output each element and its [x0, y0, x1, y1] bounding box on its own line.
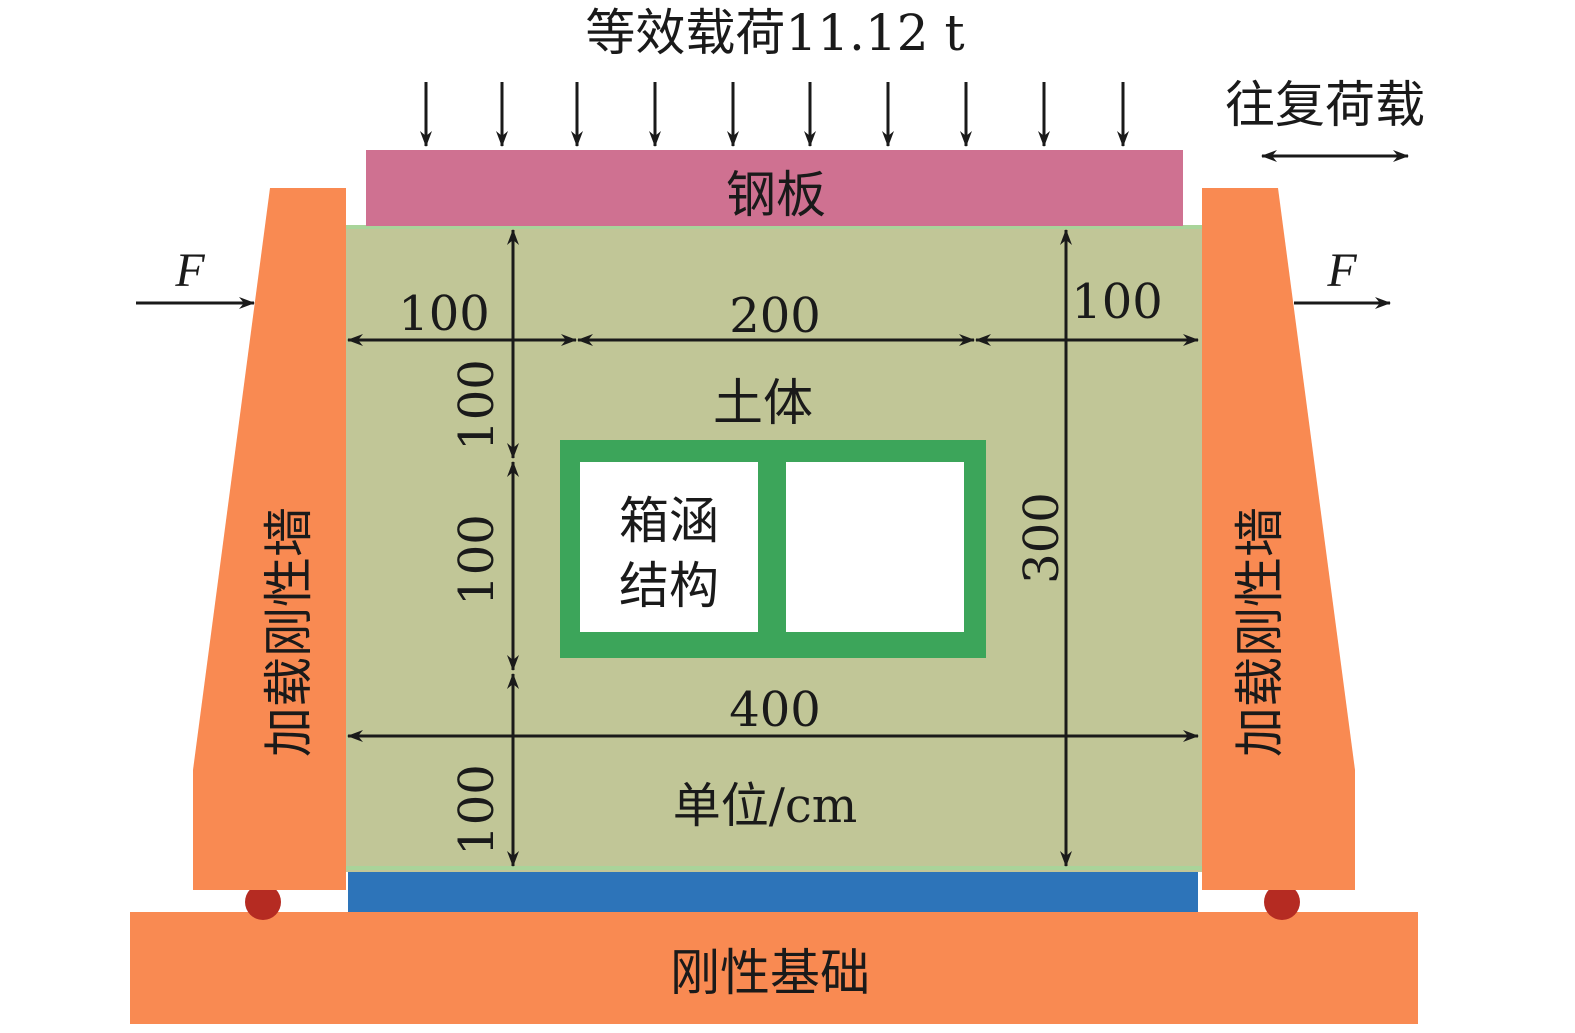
- culvert-cell-right: [786, 462, 964, 632]
- equivalent-load-title: 等效载荷11.12 t: [585, 4, 964, 62]
- culvert-cell-left: [580, 462, 758, 632]
- dim-left-top-label: 100: [449, 359, 505, 451]
- culvert-label-line-1: 箱涵: [619, 492, 719, 550]
- steel-plate: [366, 150, 1183, 226]
- soil-label: 土体: [713, 374, 813, 432]
- force-right-label: F: [1326, 244, 1357, 297]
- dim-top-right-label: 100: [1071, 274, 1163, 330]
- loading-wall-right-label: 加载刚性墙: [1231, 507, 1289, 757]
- loading-wall-left: [193, 188, 346, 890]
- dim-left-bottom-label: 100: [449, 764, 505, 856]
- unit-label: 单位/cm: [673, 778, 858, 834]
- roller-right: [1264, 884, 1300, 920]
- culvert-label-line-2: 结构: [619, 557, 719, 615]
- distributed-load-arrows: [420, 82, 1129, 147]
- base-layer: [348, 870, 1198, 912]
- dim-total-height-label: 300: [1014, 492, 1070, 584]
- culvert-partition-highlight: [758, 462, 786, 632]
- cyclic-load-label: 往复荷载: [1225, 76, 1425, 134]
- loading-wall-left-label: 加载刚性墙: [260, 507, 318, 757]
- rigid-foundation-label: 刚性基础: [670, 944, 870, 1002]
- force-left-label: F: [174, 244, 205, 297]
- loading-wall-right: [1202, 188, 1355, 890]
- steel-plate-label: 钢板: [726, 166, 826, 224]
- rigid-foundation: [130, 912, 1418, 1024]
- dim-left-middle-label: 100: [449, 514, 505, 606]
- dim-top-left-label: 100: [398, 286, 490, 342]
- roller-left: [245, 884, 281, 920]
- dim-top-middle-label: 200: [729, 288, 821, 344]
- dim-total-width-label: 400: [729, 682, 821, 738]
